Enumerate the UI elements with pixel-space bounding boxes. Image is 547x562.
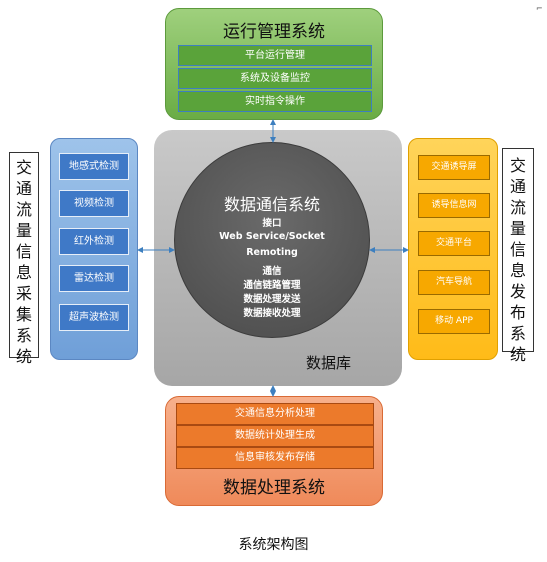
device-monitor-box: 系统及设备监控: [178, 68, 372, 89]
statistics-generation-box: 数据统计处理生成: [176, 425, 374, 447]
review-publish-store-box: 信息审核发布存储: [176, 447, 374, 469]
platform-operation-box: 平台运行管理: [178, 45, 372, 66]
guidance-screen-box: 交通诱导屏: [418, 155, 490, 180]
data-receive-text: 数据接收处理: [243, 308, 301, 319]
communication-system-title: 数据通信系统: [223, 195, 320, 214]
interface-text: 接口: [262, 218, 282, 229]
collection-panel: 地感式检测 视频检测 红外检测 雷达检测 超声波检测: [50, 138, 138, 360]
infrared-detection-box: 红外检测: [59, 228, 129, 255]
mobile-app-box: 移动 APP: [418, 309, 490, 334]
realtime-command-box: 实时指令操作: [178, 91, 372, 112]
database-label: 数据库: [306, 354, 352, 372]
ultrasonic-detection-box: 超声波检测: [59, 304, 129, 331]
remoting-text: Remoting: [246, 247, 298, 258]
traffic-analysis-box: 交通信息分析处理: [176, 403, 374, 425]
communication-text: 通信: [262, 266, 282, 277]
operation-management-title: 运行管理系统: [223, 22, 325, 42]
communication-system-circle: 数据通信系统 接口 Web Service/Socket Remoting 通信…: [174, 142, 370, 338]
collection-system-label: 交通流量信息采集系统: [9, 152, 39, 366]
link-management-text: 通信链路管理: [243, 280, 301, 291]
radar-detection-box: 雷达检测: [59, 265, 129, 292]
data-processing-title: 数据处理系统: [223, 478, 325, 498]
corner-mark: ⌐: [536, 4, 543, 13]
car-navigation-box: 汽车导航: [418, 270, 490, 295]
traffic-platform-box: 交通平台: [418, 231, 490, 256]
guidance-web-box: 诱导信息网: [418, 193, 490, 218]
publishing-panel: 交通诱导屏 诱导信息网 交通平台 汽车导航 移动 APP: [408, 138, 498, 360]
webservice-text: Web Service/Socket: [219, 231, 325, 242]
ground-sensor-box: 地感式检测: [59, 153, 129, 180]
data-send-text: 数据处理发送: [243, 294, 301, 305]
video-detection-box: 视频检测: [59, 190, 129, 217]
data-processing-panel: 交通信息分析处理 数据统计处理生成 信息审核发布存储 数据处理系统: [165, 396, 383, 506]
figure-caption: 系统架构图: [238, 537, 309, 553]
publishing-system-label: 交通流量信息发布系统: [502, 148, 534, 364]
operation-management-panel: 运行管理系统 平台运行管理 系统及设备监控 实时指令操作: [165, 8, 383, 120]
